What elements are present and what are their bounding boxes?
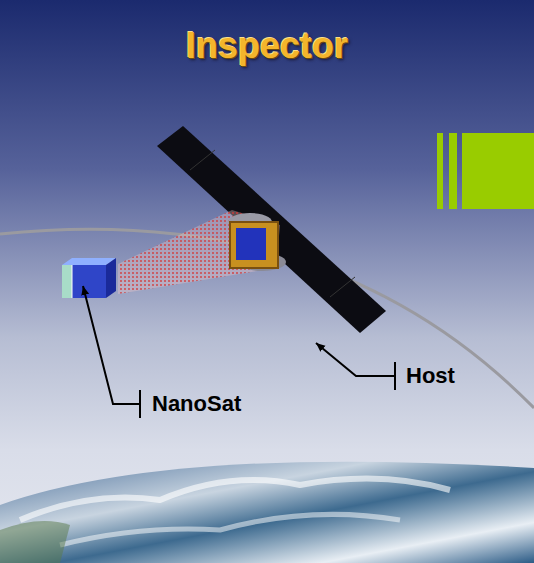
callout-label: Host xyxy=(406,363,455,389)
callout-label: NanoSat xyxy=(152,391,241,417)
slide-title: Inspector xyxy=(186,25,348,67)
